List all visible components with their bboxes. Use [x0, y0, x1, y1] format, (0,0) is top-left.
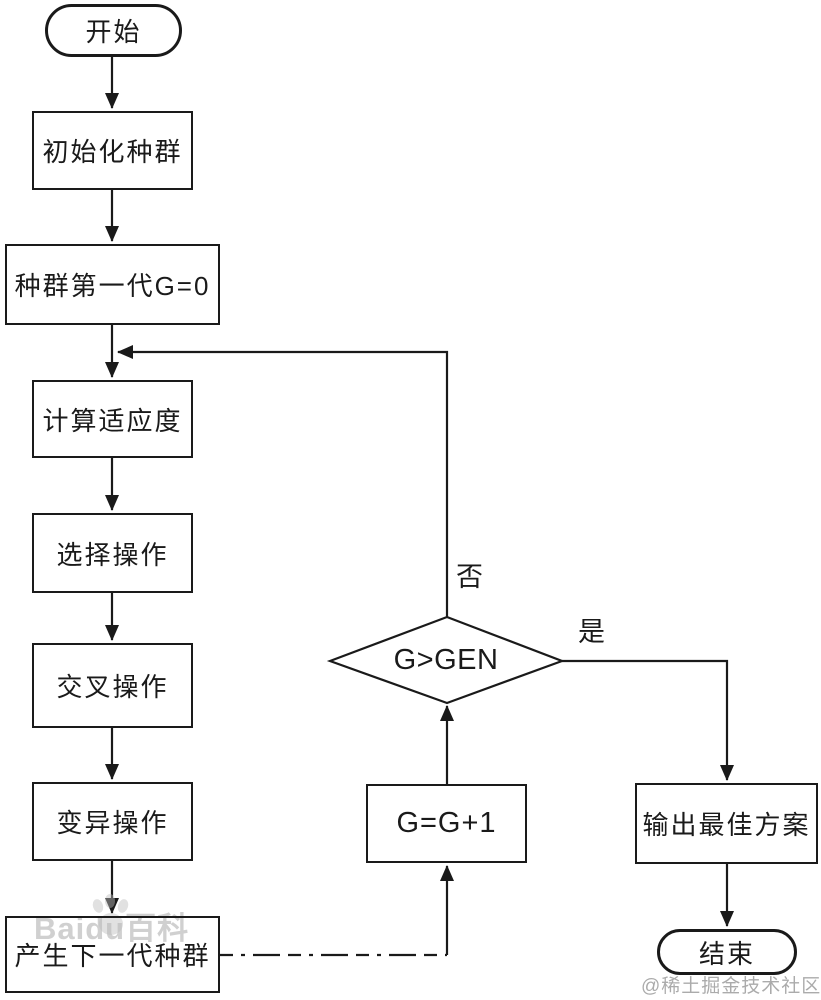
node-output-best: 输出最佳方案 [635, 783, 818, 864]
node-increment: G=G+1 [366, 784, 527, 863]
node-end-label: 结束 [698, 938, 755, 969]
node-first-generation-label: 种群第一代G=0 [14, 271, 211, 301]
node-mutation: 变异操作 [32, 782, 193, 861]
node-increment-label: G=G+1 [396, 807, 497, 839]
node-output-best-label: 输出最佳方案 [642, 810, 811, 840]
node-end: 结束 [657, 929, 797, 975]
node-init-population: 初始化种群 [32, 111, 193, 190]
node-next-generation-label: 产生下一代种群 [14, 941, 211, 971]
node-selection-label: 选择操作 [56, 539, 169, 570]
node-first-generation: 种群第一代G=0 [5, 244, 220, 325]
node-selection: 选择操作 [32, 513, 193, 593]
baidu-paw-icon [92, 894, 129, 935]
node-init-population-label: 初始化种群 [42, 137, 183, 167]
edge-label-yes: 是 [578, 617, 605, 647]
edge-label-no: 否 [456, 562, 483, 592]
watermark-juejin: @稀土掘金技术社区 [641, 976, 821, 997]
node-start-label: 开始 [85, 17, 142, 47]
node-mutation-label: 变异操作 [56, 808, 169, 838]
node-decision: G>GEN [330, 617, 562, 703]
node-fitness-label: 计算适应度 [42, 405, 183, 436]
node-next-generation: 产生下一代种群 [5, 916, 220, 993]
node-fitness: 计算适应度 [32, 380, 193, 458]
node-crossover-label: 交叉操作 [56, 672, 169, 702]
edge-decision-yes-to-output [562, 659, 734, 781]
node-start: 开始 [45, 4, 182, 57]
node-decision-label: G>GEN [393, 643, 499, 676]
node-crossover: 交叉操作 [32, 643, 193, 728]
